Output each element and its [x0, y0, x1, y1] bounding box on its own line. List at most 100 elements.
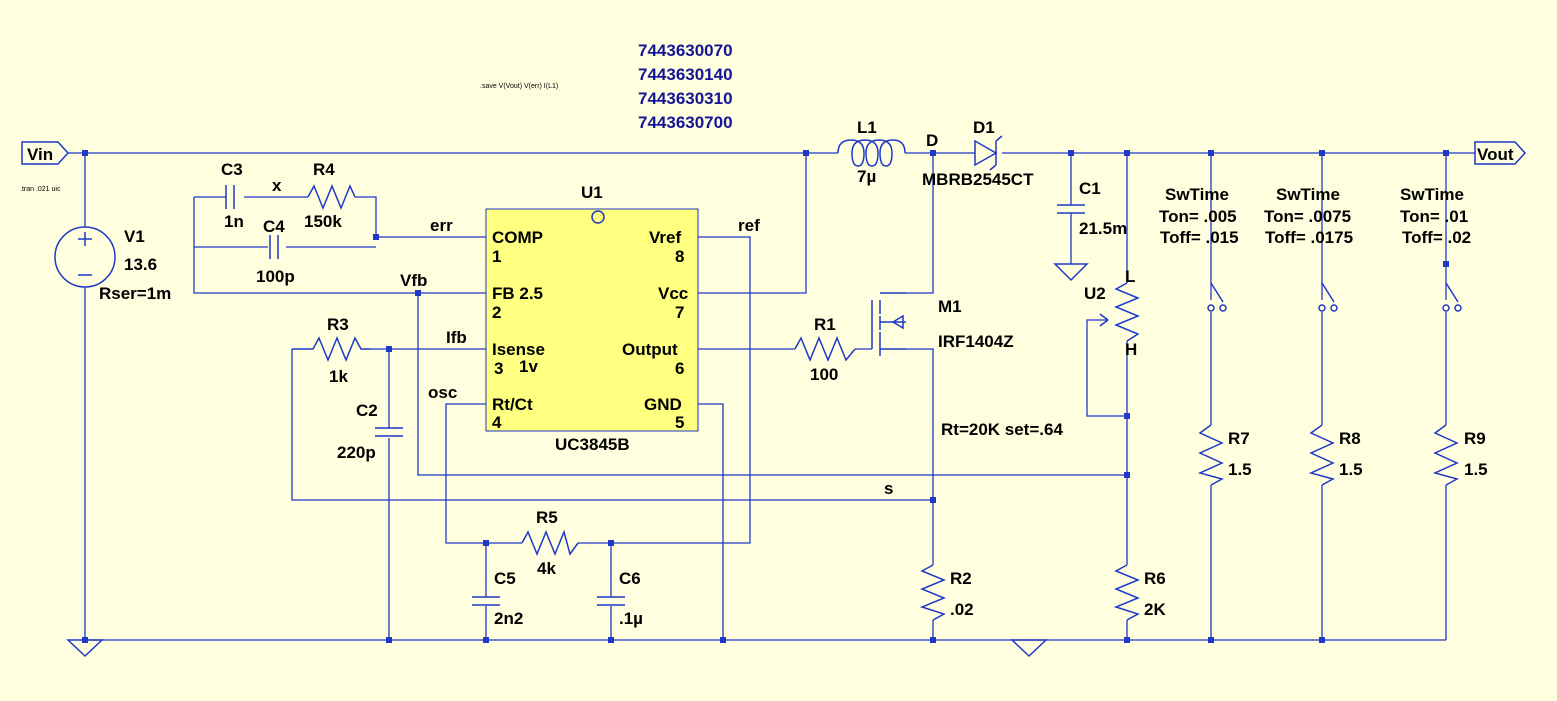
c2-value: 220p	[337, 443, 376, 462]
pin-isense-extra: 1v	[519, 357, 538, 376]
d1-ref: D1	[973, 118, 995, 137]
sw1-ton: Ton= .005	[1159, 207, 1237, 226]
m1-ref: M1	[938, 297, 962, 316]
r5-ref: R5	[536, 508, 558, 527]
sw2-title: SwTime	[1276, 185, 1340, 204]
r3-ref: R3	[327, 315, 349, 334]
v1-rser: Rser=1m	[99, 284, 171, 303]
v1-source	[54, 226, 116, 288]
pin-fb-num: 2	[492, 303, 501, 322]
c3-ref: C3	[221, 160, 243, 179]
r3-resistor	[292, 336, 371, 362]
sw3-ton: Ton= .01	[1400, 207, 1468, 226]
r2-resistor	[919, 564, 946, 621]
v1-value: 13.6	[124, 255, 157, 274]
ground-symbol-bottom	[1010, 639, 1048, 658]
u2-pin-h: H	[1125, 340, 1137, 359]
c5-value: 2n2	[494, 609, 523, 628]
c6-capacitor	[597, 596, 625, 606]
c6-ref: C6	[619, 569, 641, 588]
pin-rtct-num: 4	[492, 413, 502, 432]
pin-isense-label: Isense	[492, 340, 545, 359]
r6-resistor	[1113, 564, 1140, 621]
u2-ref: U2	[1084, 284, 1106, 303]
pin-comp-label: COMP	[492, 228, 543, 247]
c6-value: .1µ	[619, 609, 643, 628]
r7-value: 1.5	[1228, 460, 1252, 479]
net-label-osc: osc	[428, 383, 457, 402]
r1-value: 100	[810, 365, 838, 384]
r3-value: 1k	[329, 367, 348, 386]
u2-potentiometer	[1099, 282, 1140, 342]
r7-resistor	[1197, 424, 1224, 486]
part-number-3: 7443630310	[638, 89, 733, 108]
r5-value: 4k	[537, 559, 556, 578]
r1-resistor	[794, 336, 856, 362]
d1-value: MBRB2545CT	[922, 170, 1034, 189]
sw1-title: SwTime	[1165, 185, 1229, 204]
pin-vref-num: 8	[675, 247, 684, 266]
v1-ref: V1	[124, 227, 145, 246]
r8-resistor	[1308, 424, 1335, 486]
c2-capacitor	[375, 427, 403, 437]
r4-value: 150k	[304, 212, 342, 231]
c5-capacitor	[472, 596, 500, 606]
port-vin: Vin	[21, 141, 70, 165]
c1-value: 21.5m	[1079, 219, 1127, 238]
wires	[68, 152, 1475, 641]
d1-diode	[974, 135, 1003, 171]
sw2-toff: Toff= .0175	[1265, 228, 1353, 247]
u2-value: Rt=20K set=.64	[941, 420, 1063, 439]
sw3-toff: Toff= .02	[1402, 228, 1471, 247]
ic-u1	[485, 208, 699, 432]
part-number-4: 7443630700	[638, 113, 733, 132]
u2-pin-l: L	[1125, 267, 1135, 286]
part-number-2: 7443630140	[638, 65, 733, 84]
port-vout: Vout	[1474, 141, 1527, 165]
c2-ref: C2	[356, 401, 378, 420]
l1-value: 7µ	[857, 167, 876, 186]
c5-ref: C5	[494, 569, 516, 588]
c3-value: 1n	[224, 212, 244, 231]
r6-value: 2K	[1144, 600, 1166, 619]
net-label-ifb: Ifb	[446, 328, 467, 347]
c4-value: 100p	[256, 267, 295, 286]
sw1-toff: Toff= .015	[1160, 228, 1239, 247]
l1-ref: L1	[857, 118, 877, 137]
r8-value: 1.5	[1339, 460, 1363, 479]
r1-ref: R1	[814, 315, 836, 334]
c3-capacitor	[225, 185, 235, 209]
r5-resistor	[521, 529, 579, 556]
u1-ref: U1	[581, 183, 603, 202]
pin-gnd-label: GND	[644, 395, 682, 414]
save-directive: .save V(Vout) V(err) I(L1)	[480, 83, 558, 90]
port-vin-label: Vin	[27, 145, 53, 164]
net-label-x: x	[272, 176, 282, 195]
net-label-ref: ref	[738, 216, 760, 235]
sw3-title: SwTime	[1400, 185, 1464, 204]
pin-output-label: Output	[622, 340, 678, 359]
r2-ref: R2	[950, 569, 972, 588]
r6-ref: R6	[1144, 569, 1166, 588]
pin-fb-label: FB 2.5	[492, 284, 543, 303]
m1-value: IRF1404Z	[938, 332, 1014, 351]
r9-ref: R9	[1464, 429, 1486, 448]
pin-output-num: 6	[675, 359, 684, 378]
r4-ref: R4	[313, 160, 335, 179]
sw2-ton: Ton= .0075	[1264, 207, 1351, 226]
pin-vcc-num: 7	[675, 303, 684, 322]
r9-resistor	[1432, 424, 1459, 486]
net-label-vfb: Vfb	[400, 271, 427, 290]
junction-dots	[82, 150, 1449, 643]
m1-mosfet	[871, 292, 906, 356]
pin-vcc-label: Vcc	[658, 284, 688, 303]
ground-symbol-c1	[1053, 263, 1089, 282]
c1-capacitor	[1057, 204, 1085, 214]
r2-value: .02	[950, 600, 974, 619]
u1-name: UC3845B	[555, 435, 630, 454]
r9-value: 1.5	[1464, 460, 1488, 479]
tran-directive: .tran .021 uic	[20, 186, 61, 193]
c4-capacitor	[269, 235, 279, 259]
net-label-err: err	[430, 216, 453, 235]
